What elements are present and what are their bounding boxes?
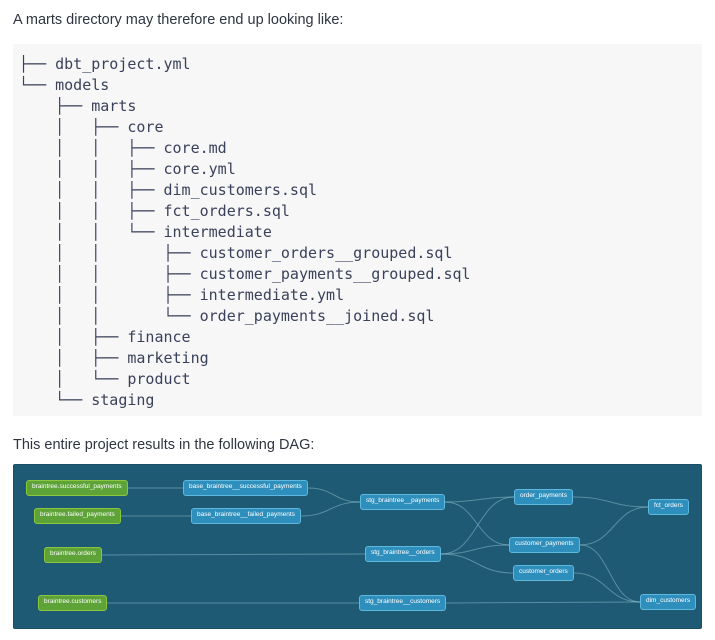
dag-node-src_orders: braintree.orders (44, 547, 102, 563)
directory-tree-code-block: ├── dbt_project.yml └── models ├── marts… (13, 44, 702, 416)
dag-node-customer_orders: customer_orders (513, 565, 574, 581)
dag-node-base_failed_payments: base_braintree__failed_payments (191, 508, 301, 524)
dag-edge-base_successful_payments--stg_payments (307, 487, 361, 503)
dag-edge-stg_customers--dim_customers (445, 601, 641, 604)
dag-edge-stg_orders--customer_orders (440, 553, 514, 574)
dag-node-stg_orders: stg_braintree__orders (365, 546, 441, 562)
dag-node-stg_payments: stg_braintree__payments (360, 494, 446, 510)
dag-node-fct_orders: fct_orders (648, 499, 689, 515)
intro-text: A marts directory may therefore end up l… (13, 12, 344, 28)
dag-caption: This entire project results in the follo… (13, 437, 315, 453)
dag-edge-order_payments--fct_orders (572, 496, 649, 508)
dag-edge-customer_orders--dim_customers (573, 572, 641, 603)
dag-edge-stg_payments--order_payments (444, 496, 515, 503)
dag-node-order_payments: order_payments (514, 489, 573, 505)
dag-edge-customer_payments--dim_customers (579, 544, 641, 603)
dag-node-src_successful_payments: braintree.successful_payments (26, 480, 128, 496)
dag-node-src_failed_payments: braintree.failed_payments (34, 508, 121, 524)
dag-node-src_customers: braintree.customers (38, 595, 108, 611)
dag-node-base_successful_payments: base_braintree__successful_payments (183, 480, 308, 496)
dag-node-dim_customers: dim_customers (640, 594, 697, 610)
dag-edge-src_orders--stg_orders (101, 553, 366, 556)
dag-image: braintree.successful_payments braintree.f… (13, 464, 702, 629)
dag-edge-stg_orders--customer_payments (440, 544, 510, 555)
dag-edges-layer (101, 487, 649, 604)
dag-edge-stg_orders--order_payments (440, 496, 515, 555)
dag-edge-customer_payments--fct_orders (579, 506, 649, 546)
dag-node-stg_customers: stg_braintree__customers (359, 595, 447, 611)
dag-edge-stg_payments--customer_payments (444, 501, 510, 546)
dag-node-customer_payments: customer_payments (509, 537, 580, 553)
dag-edge-base_failed_payments--stg_payments (300, 501, 361, 517)
